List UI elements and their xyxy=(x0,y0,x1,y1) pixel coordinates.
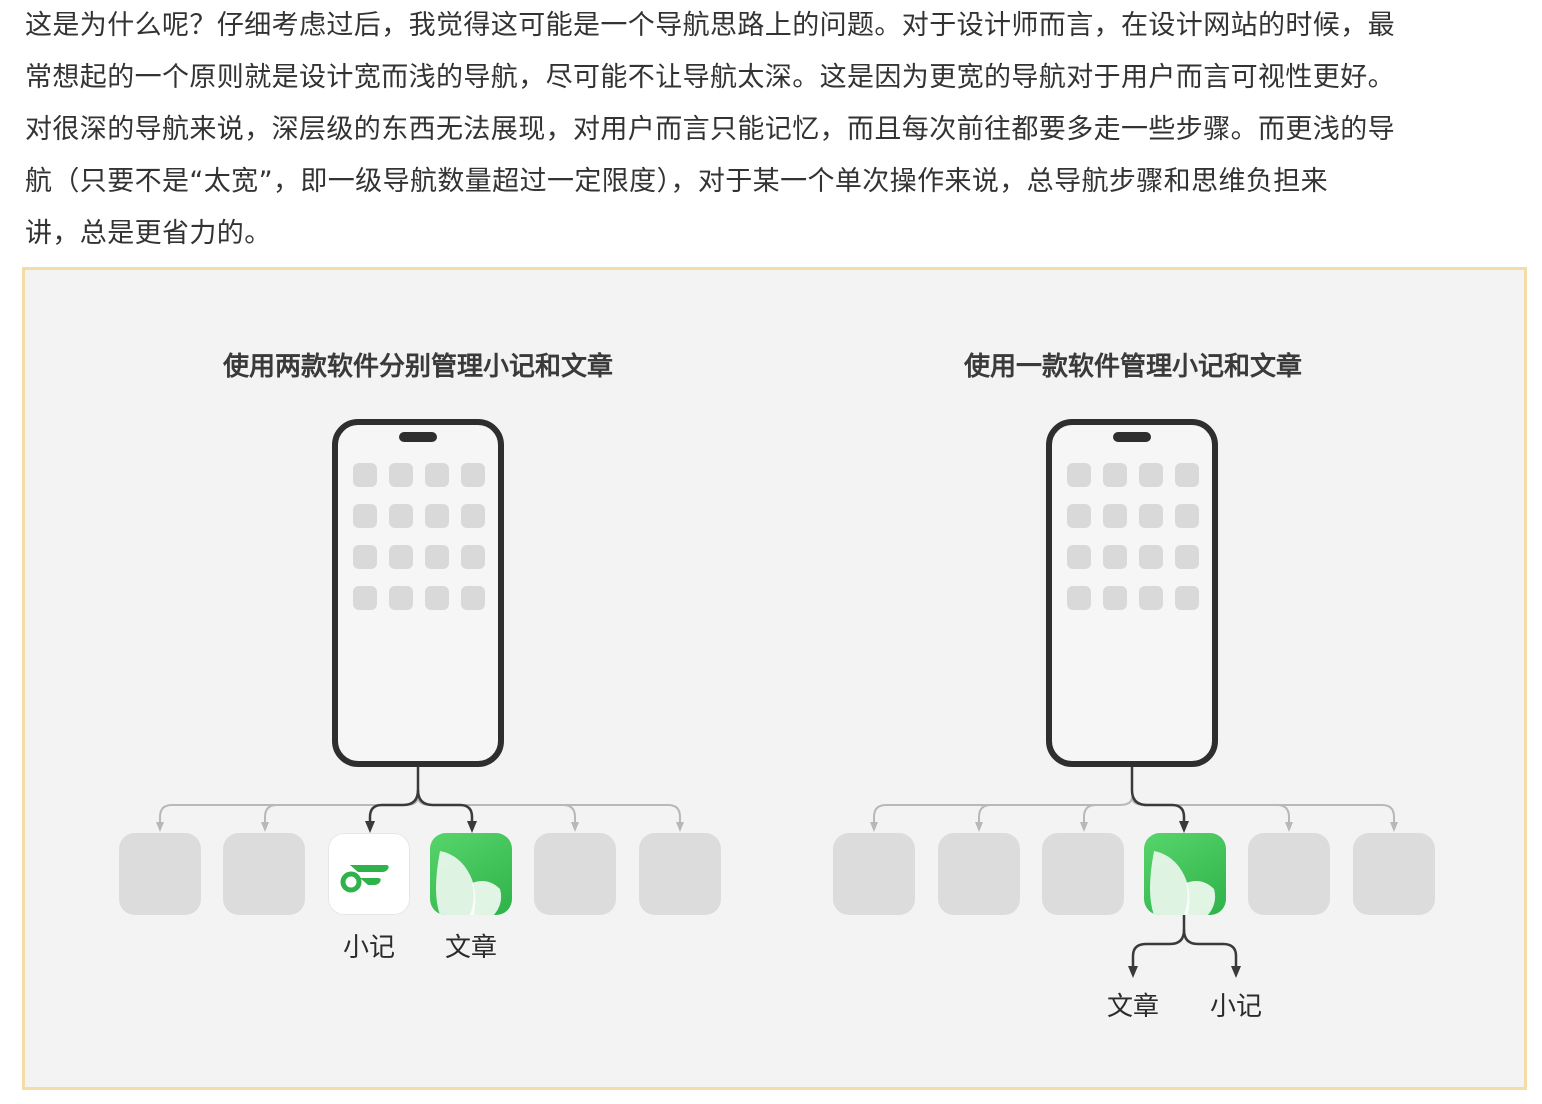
paragraph-line: 航（只要不是“太宽”，即一级导航数量超过一定限度），对于某一个单次操作来说，总导… xyxy=(25,166,1329,197)
paragraph-line: 常想起的一个原则就是设计宽而浅的导航，尽可能不让导航太深。这是因为更宽的导航对于… xyxy=(25,62,1395,93)
sub-item-articles: 文章 xyxy=(1106,992,1159,1022)
app-dot xyxy=(353,463,377,487)
app-dot xyxy=(461,545,485,569)
app-dot xyxy=(1103,586,1127,610)
left-active-branches xyxy=(365,767,477,833)
placeholder-app-tile xyxy=(938,833,1020,915)
paragraph-line: 这是为什么呢？仔细考虑过后，我觉得这可能是一个导航思路上的问题。对于设计师而言，… xyxy=(25,10,1395,41)
app-dot xyxy=(353,586,377,610)
app-dot xyxy=(461,504,485,528)
app-dot xyxy=(1175,463,1199,487)
app-dot xyxy=(389,545,413,569)
phone-notch xyxy=(1113,432,1151,442)
placeholder-app-tile xyxy=(639,833,721,915)
app-dot xyxy=(1103,504,1127,528)
app-dot xyxy=(1067,504,1091,528)
green-bird-icon xyxy=(1144,833,1226,915)
body-paragraph: 这是为什么呢？仔细考虑过后，我觉得这可能是一个导航思路上的问题。对于设计师而言，… xyxy=(25,0,1525,260)
app-dot xyxy=(425,545,449,569)
app-dot xyxy=(1139,463,1163,487)
phone-notch xyxy=(399,432,437,442)
app-dot xyxy=(1103,545,1127,569)
left-phone xyxy=(332,419,504,767)
sub-item-notes: 小记 xyxy=(1209,992,1262,1022)
app-dot xyxy=(1067,463,1091,487)
connector-lines xyxy=(156,767,1398,978)
app-dot xyxy=(1175,545,1199,569)
placeholder-app-tile xyxy=(1353,833,1435,915)
app-dot xyxy=(1139,545,1163,569)
green-bird-icon xyxy=(430,833,512,915)
left-panel-title: 使用两款软件分别管理小记和文章 xyxy=(222,352,613,382)
app-dot xyxy=(1175,504,1199,528)
placeholder-app-tile xyxy=(1042,833,1124,915)
left-inactive-branches xyxy=(156,796,684,832)
app-dot xyxy=(461,586,485,610)
app-dot xyxy=(1067,586,1091,610)
right-panel-title: 使用一款软件管理小记和文章 xyxy=(963,352,1302,382)
flomo-icon xyxy=(328,833,410,915)
right-active-branch xyxy=(1128,767,1241,978)
paragraph-line: 讲，总是更省力的。 xyxy=(25,218,272,249)
paragraph-line: 对很深的导航来说，深层级的东西无法展现，对用户而言只能记忆，而且每次前往都要多走… xyxy=(25,114,1395,145)
placeholder-app-tile xyxy=(534,833,616,915)
phone-app-grid xyxy=(1067,463,1199,610)
app-dot xyxy=(389,504,413,528)
placeholder-app-tile xyxy=(223,833,305,915)
app-dot xyxy=(1139,586,1163,610)
app-dot xyxy=(353,545,377,569)
app-dot xyxy=(1067,545,1091,569)
app-dot xyxy=(1103,463,1127,487)
app-dot xyxy=(461,463,485,487)
app-dot xyxy=(425,504,449,528)
right-inactive-branches xyxy=(870,796,1398,832)
navigation-comparison-figure: 使用两款软件分别管理小记和文章 小记 文章 使用一款软件管理小记和文章 xyxy=(22,267,1527,1090)
app-dot xyxy=(389,463,413,487)
right-phone xyxy=(1046,419,1218,767)
app-dot xyxy=(389,586,413,610)
phone-app-grid xyxy=(353,463,485,610)
placeholder-app-tile xyxy=(1248,833,1330,915)
app-dot xyxy=(1139,504,1163,528)
placeholder-app-tile xyxy=(833,833,915,915)
app-dot xyxy=(1175,586,1199,610)
app-dot xyxy=(425,586,449,610)
app-label-articles: 文章 xyxy=(444,933,497,963)
app-dot xyxy=(425,463,449,487)
placeholder-app-tile xyxy=(119,833,201,915)
app-dot xyxy=(353,504,377,528)
app-label-notes: 小记 xyxy=(342,933,395,963)
